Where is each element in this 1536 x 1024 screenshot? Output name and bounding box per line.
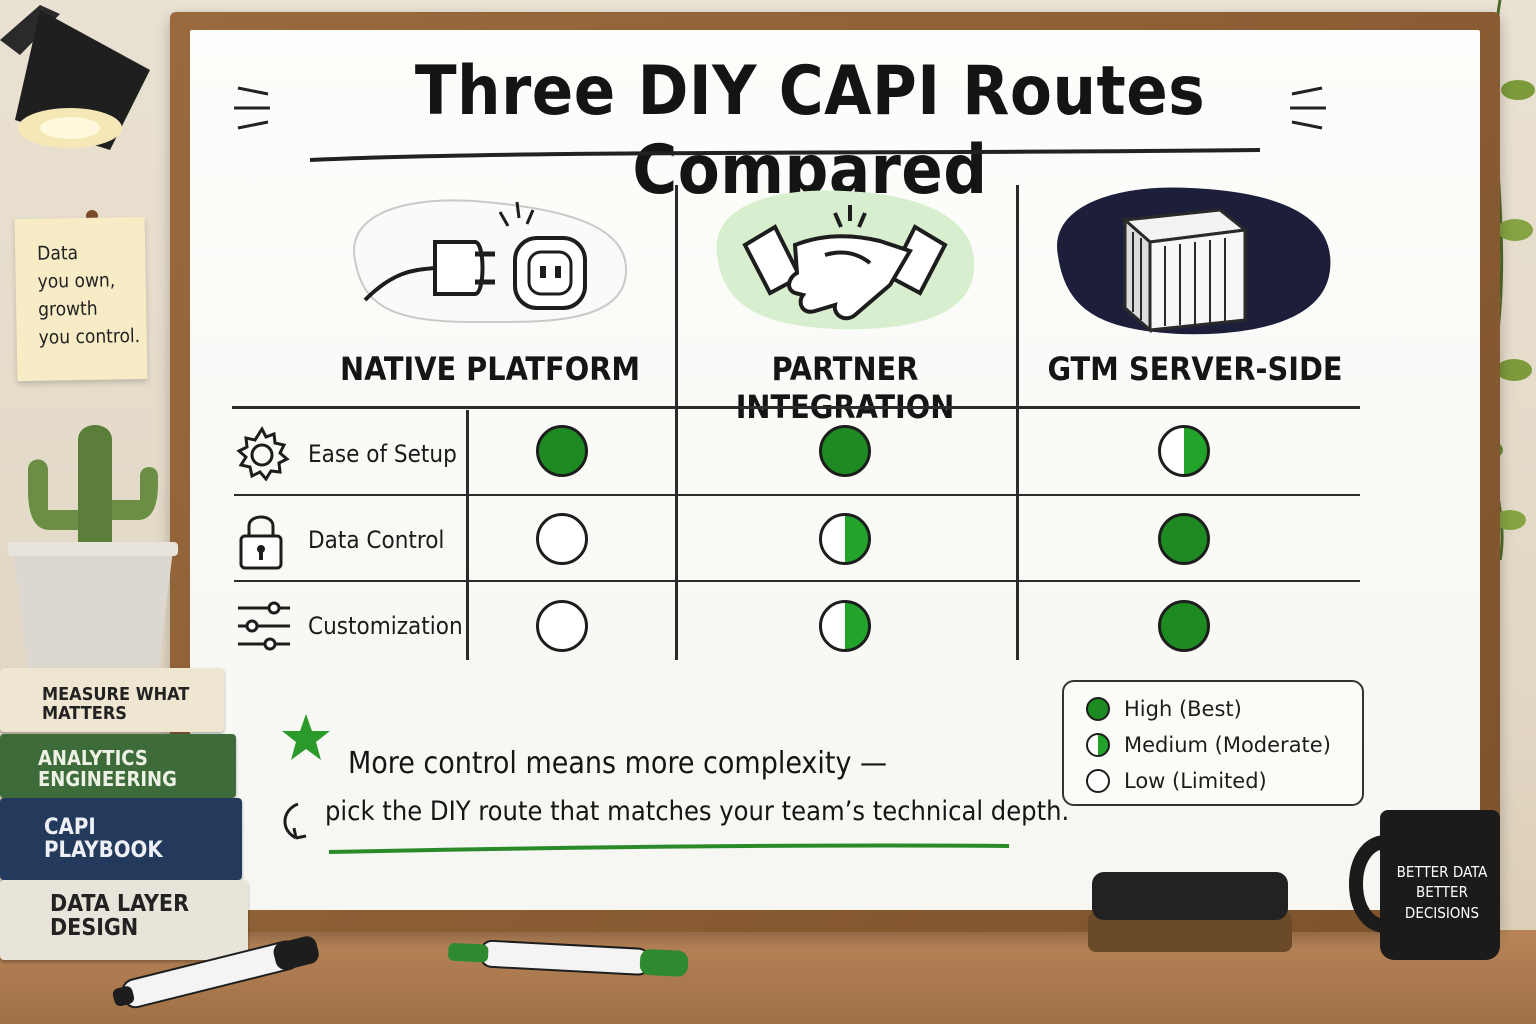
legend-item-low: Low (Limited)	[1086, 766, 1267, 796]
rating-ease-server	[1158, 425, 1210, 477]
legend-dot-high	[1086, 697, 1110, 721]
legend-dot-low	[1086, 769, 1110, 793]
row-label-data-control: Data Control	[308, 526, 445, 554]
marker-icon	[448, 939, 689, 977]
mug-handle	[1349, 835, 1388, 933]
legend-dot-medium	[1086, 733, 1110, 757]
book-title: ANALYTICS ENGINEERING	[38, 746, 177, 791]
note-line-1: More control means more complexity —	[348, 746, 887, 781]
sticky-line: you own,	[37, 269, 116, 293]
curved-arrow-icon	[283, 802, 307, 840]
rating-custom-partner	[819, 600, 871, 652]
book-title: MEASURE WHAT MATTERS	[42, 684, 190, 724]
book: ANALYTICS ENGINEERING	[0, 734, 236, 798]
sticky-line: Data	[37, 242, 79, 265]
star-icon	[282, 714, 330, 760]
book: MEASURE WHAT MATTERS	[0, 668, 224, 732]
server-container-icon	[1121, 208, 1249, 334]
row-label-ease-of-setup: Ease of Setup	[308, 440, 457, 468]
column-divider	[466, 410, 469, 660]
gear-icon	[236, 425, 290, 482]
legend-label-low: Low (Limited)	[1124, 769, 1267, 793]
row-divider	[234, 580, 1360, 582]
native-platform-icon-area	[353, 199, 628, 324]
sticky-line: growth	[37, 297, 98, 321]
legend: High (Best) Medium (Moderate) Low (Limit…	[1062, 680, 1364, 806]
partner-integration-icon-area	[716, 190, 975, 330]
column-divider	[675, 185, 678, 660]
rating-control-native	[536, 513, 588, 565]
column-divider	[1016, 185, 1019, 660]
handshake-icon	[742, 205, 948, 321]
legend-label-medium: Medium (Moderate)	[1124, 733, 1331, 757]
gtm-server-side-icon-area	[1057, 187, 1331, 335]
book-title: DATA LAYER DESIGN	[50, 891, 190, 942]
sliders-icon	[238, 601, 290, 651]
lock-icon	[239, 515, 283, 570]
desk-lamp-icon	[0, 5, 150, 150]
sticky-line: you control.	[38, 324, 141, 349]
column-label-gtm-server-side: GTM SERVER-SIDE	[1047, 350, 1343, 388]
legend-item-high: High (Best)	[1086, 694, 1242, 724]
note-line-2: pick the DIY route that matches your tea…	[325, 796, 1070, 827]
title-decoration	[234, 86, 1326, 162]
eraser-icon	[1088, 872, 1292, 952]
row-label-customization: Customization	[308, 612, 463, 640]
legend-item-medium: Medium (Moderate)	[1086, 730, 1331, 760]
note-underline	[328, 843, 1010, 854]
book-title: CAPI PLAYBOOK	[44, 815, 163, 864]
legend-label-high: High (Best)	[1124, 697, 1242, 721]
row-divider	[234, 494, 1360, 496]
column-label-native-platform: NATIVE PLATFORM	[339, 350, 641, 388]
marker-icon	[112, 936, 319, 1009]
book: CAPI PLAYBOOK	[0, 798, 242, 880]
rating-control-partner	[819, 513, 871, 565]
sticky-note: Data you own, growth you control.	[14, 216, 148, 382]
rating-ease-native	[536, 425, 588, 477]
header-divider	[232, 406, 1360, 409]
cactus-plant-icon	[8, 425, 178, 672]
rating-custom-server	[1158, 600, 1210, 652]
rating-ease-partner	[819, 425, 871, 477]
column-label-partner-integration: PARTNER INTEGRATION	[735, 350, 955, 426]
plug-socket-icon	[363, 201, 587, 310]
rating-control-server	[1158, 513, 1210, 565]
page-title: Three DIY CAPI Routes Compared	[414, 52, 1206, 210]
rating-custom-native	[536, 600, 588, 652]
book: DATA LAYER DESIGN	[0, 880, 248, 960]
